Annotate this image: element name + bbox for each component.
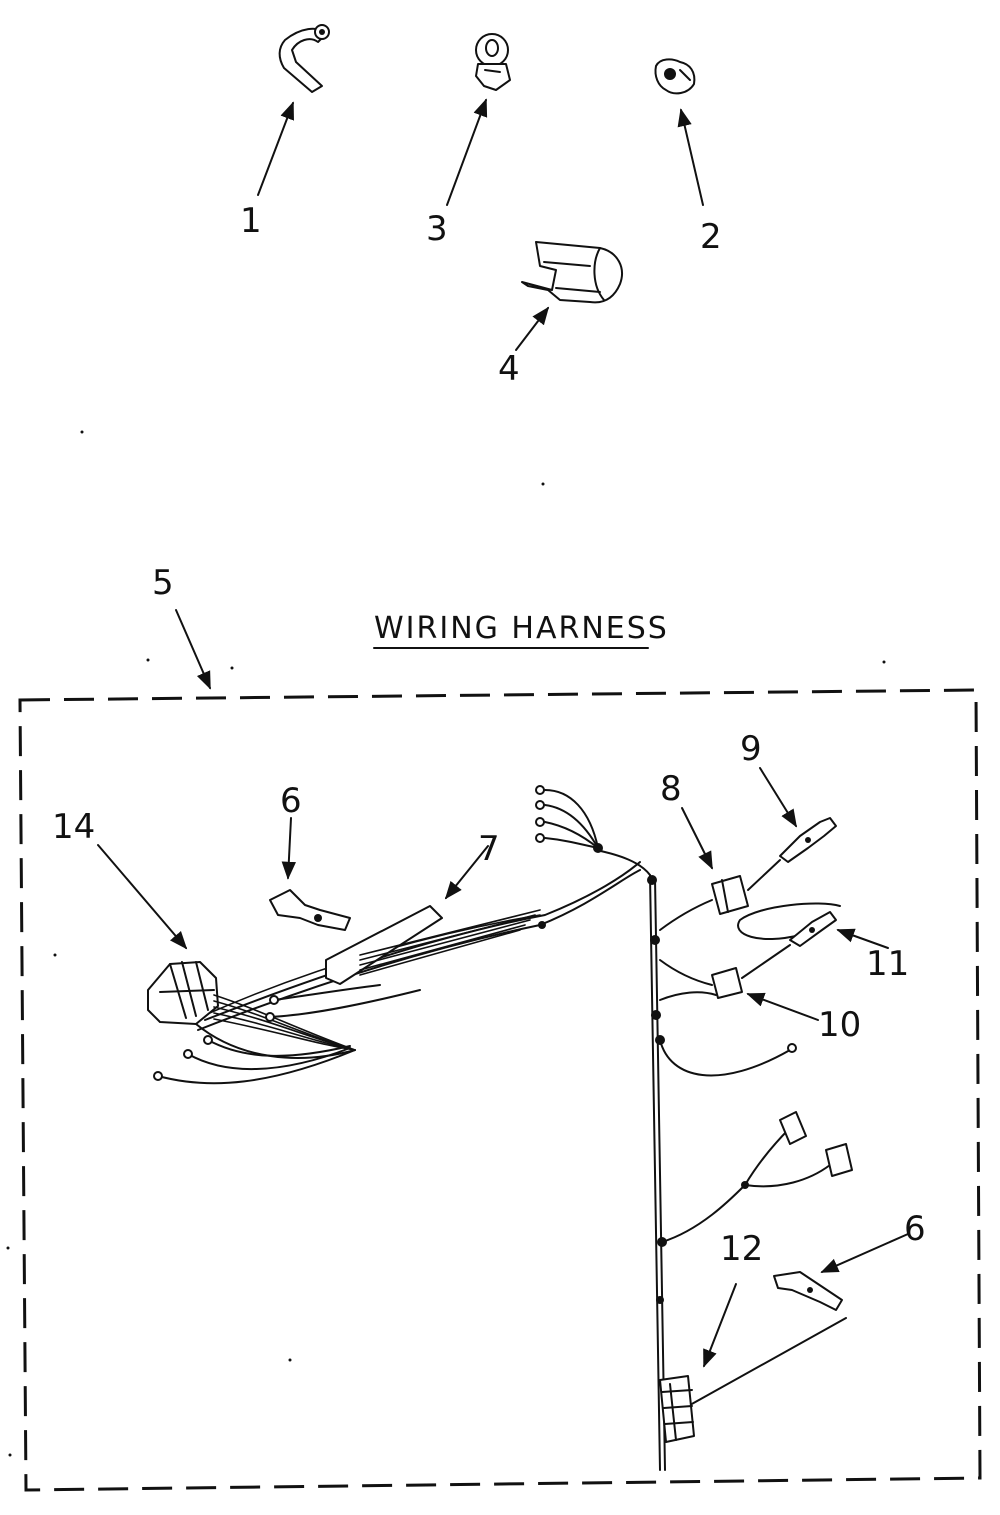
part-1-wire-clip — [278, 24, 330, 93]
label-11: 11 — [866, 944, 909, 984]
part-8-connector — [659, 859, 781, 931]
label-9: 9 — [740, 729, 762, 769]
trunk-tape-marks — [538, 875, 664, 1304]
label-3: 3 — [426, 209, 448, 249]
part-3-wire-tie — [475, 33, 511, 91]
part-7-sleeve — [325, 905, 541, 985]
label-4: 4 — [498, 349, 520, 389]
harness-trunk — [197, 849, 666, 1471]
leader-9 — [759, 767, 797, 828]
leader-5 — [175, 609, 211, 690]
leader-6-right — [820, 1233, 909, 1273]
part-12-connector — [659, 1375, 695, 1443]
leader-7 — [444, 845, 489, 900]
leader-12 — [703, 1283, 737, 1368]
label-10: 10 — [818, 1005, 861, 1045]
label-1: 1 — [240, 201, 262, 241]
leader-3 — [446, 98, 488, 206]
leader-10 — [746, 992, 819, 1021]
part-10-connector — [659, 944, 791, 1001]
label-6-right: 6 — [904, 1209, 926, 1249]
part-4-sleeve — [521, 241, 623, 304]
label-12: 12 — [720, 1229, 763, 1269]
part-6-terminal-right — [689, 1271, 847, 1406]
label-6-left: 6 — [280, 781, 302, 821]
leader-14 — [97, 844, 188, 950]
part-6-terminal-left — [269, 889, 351, 931]
part-2-small-clip — [654, 58, 696, 95]
leader-4 — [515, 306, 550, 351]
label-14: 14 — [52, 807, 95, 847]
harness-boundary — [18, 688, 982, 1492]
part-11-terminal — [737, 902, 841, 947]
ring-terminals-top — [535, 785, 603, 853]
leader-11 — [836, 928, 889, 949]
label-8: 8 — [660, 769, 682, 809]
part-14-connector — [147, 961, 421, 1085]
leader-2 — [677, 108, 704, 206]
leader-1 — [257, 101, 294, 196]
part-9-terminal — [779, 817, 837, 863]
leader-8 — [681, 807, 713, 870]
section-title: WIRING HARNESS — [374, 611, 669, 646]
leader-6-left — [281, 817, 297, 880]
ring-terminal-lower — [655, 1035, 797, 1077]
label-2: 2 — [700, 217, 722, 257]
switch-connectors — [657, 1111, 853, 1247]
label-7: 7 — [478, 829, 500, 869]
label-5: 5 — [152, 563, 174, 603]
